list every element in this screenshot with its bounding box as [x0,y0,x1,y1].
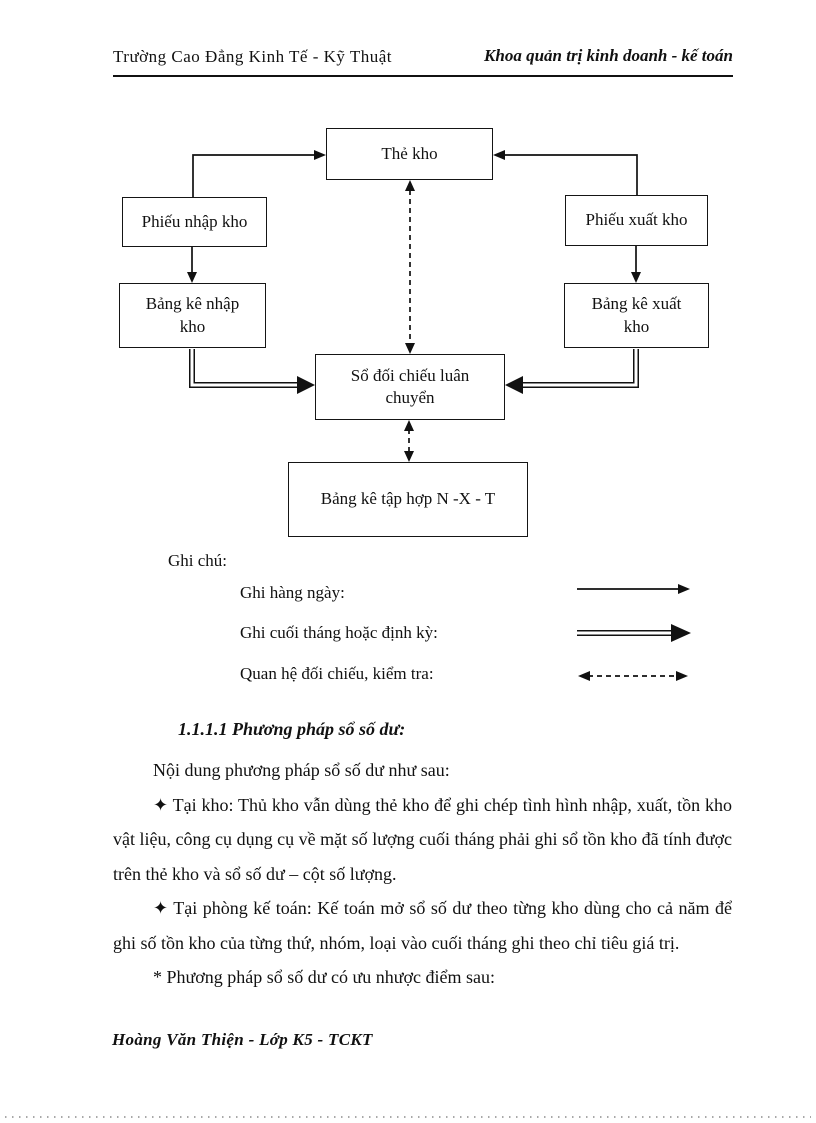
legend-title: Ghi chú: [168,551,228,570]
paragraph: * Phương pháp sổ số dư có ưu nhược điểm … [153,967,496,987]
flow-box-bang-ke-nhap-kho: Bảng kê nhập kho [119,283,266,348]
arrow-phieu-nhap-to-bang-ke-nhap [187,247,197,283]
arrow-phieu-xuat-to-the-kho [493,150,638,195]
flow-box-so-doi-chieu-luan-chuyen: Sổ đối chiếu luân chuyển [315,354,505,420]
header-faculty-name: Khoa quản trị kinh doanh - kế toán [484,46,733,65]
paragraph: ✦ Tại phòng kế toán: Kế toán mở sổ số dư… [113,898,732,953]
flow-box-the-kho: Thẻ kho [326,128,493,180]
flow-box-label: Bảng kê tập hợp N -X - T [320,489,496,509]
solid-arrow-icon [577,584,690,594]
paragraph: Nội dung phương pháp sổ số dư như sau: [153,760,450,780]
flow-box-label: Sổ đối chiếu luân chuyển [350,365,470,407]
legend-item-monthly: Ghi cuối tháng hoặc định kỳ: [240,623,438,642]
dashed-double-arrow-icon [578,671,688,681]
double-arrow-bang-ke-nhap-to-so-doi-chieu [189,349,315,394]
double-line-arrow-icon [577,624,691,642]
arrow-phieu-xuat-to-bang-ke-xuat [631,246,641,283]
bottom-dotted-rule [5,1116,811,1118]
legend-item-daily: Ghi hàng ngày: [240,583,345,602]
body-text: Nội dung phương pháp sổ số dư như sau: ✦… [113,753,732,995]
footer-author: Hoàng Văn Thiện - Lớp K5 - TCKT [112,1030,373,1049]
flow-box-label: Bảng kê xuất kho [591,294,682,336]
paragraph: ✦ Tại kho: Thủ kho vẫn dùng thẻ kho để g… [113,794,732,884]
flow-box-label: Phiếu xuất kho [585,210,688,230]
flow-box-label: Phiếu nhập kho [141,211,248,231]
flow-box-phieu-nhap-kho: Phiếu nhập kho [122,197,267,247]
flow-box-label: Bảng kê nhập kho [145,294,240,336]
flow-box-bang-ke-tap-hop: Bảng kê tập hợp N -X - T [288,462,528,537]
dashed-arrow-the-kho-so-doi-chieu [405,180,415,354]
legend-item-check: Quan hệ đối chiếu, kiểm tra: [240,664,434,683]
flow-box-label: Thẻ kho [381,143,438,163]
double-arrow-bang-ke-xuat-to-so-doi-chieu [505,349,639,394]
arrow-phieu-nhap-to-the-kho [192,150,326,197]
dashed-arrow-so-doi-chieu-bang-ke-tap-hop [404,420,414,462]
header-school-name: Trường Cao Đẳng Kinh Tế - Kỹ Thuật [113,47,393,66]
flow-box-phieu-xuat-kho: Phiếu xuất kho [565,195,708,246]
header-rule [113,75,733,77]
flow-box-bang-ke-xuat-kho: Bảng kê xuất kho [564,283,709,348]
section-heading: 1.1.1.1 Phương pháp sổ số dư: [178,719,406,739]
